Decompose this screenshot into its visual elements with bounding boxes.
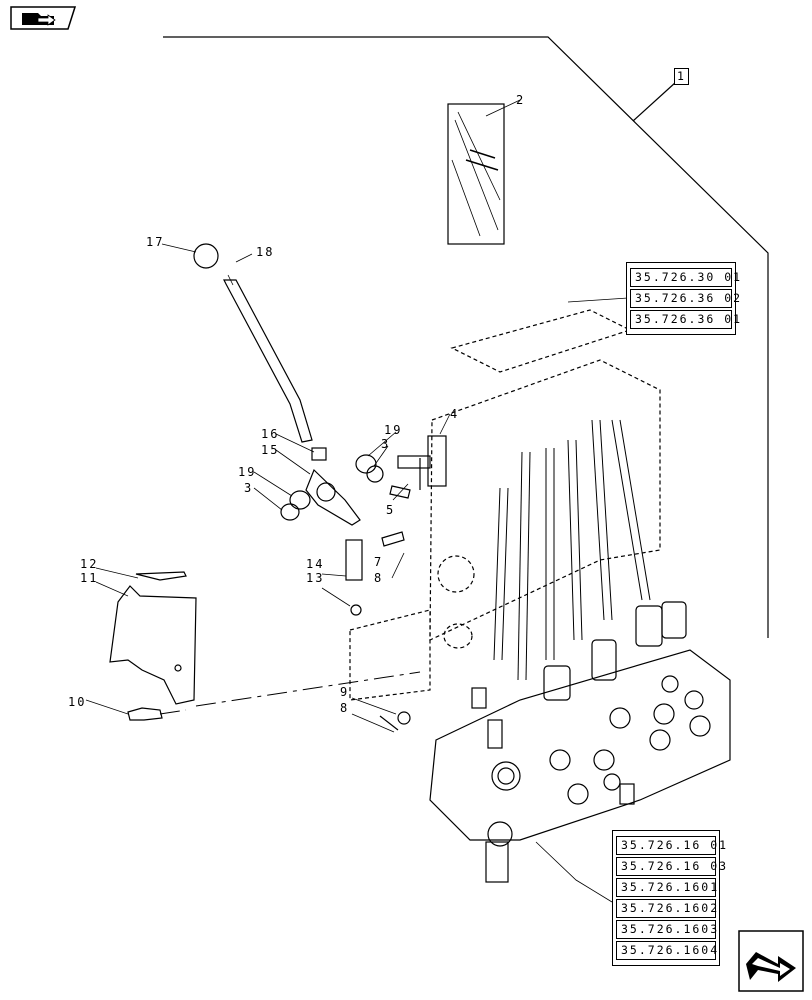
lever-arm-part	[305, 468, 361, 526]
callout-12: 12	[80, 557, 98, 571]
callout-19b: 19	[384, 423, 402, 437]
ref-link[interactable]: 35.726.16 03	[616, 857, 726, 876]
callout-8b: 8	[340, 701, 349, 715]
knob-part	[193, 243, 219, 269]
callout-13: 13	[306, 571, 324, 585]
next-page-arrow-icon	[738, 930, 804, 992]
callout-4: 4	[450, 407, 459, 421]
callout-10: 10	[68, 695, 86, 709]
sleeve-part	[311, 447, 327, 461]
callout-17: 17	[146, 235, 164, 249]
callout-11: 11	[80, 571, 98, 585]
assembly-ref-box[interactable]: 1	[674, 68, 689, 85]
valve-bank-outline	[349, 309, 661, 701]
callout-8a: 8	[374, 571, 383, 585]
lever-rod-part	[223, 279, 313, 443]
callout-15: 15	[261, 443, 279, 457]
guard-plate-part	[109, 585, 197, 705]
decal-part	[447, 103, 505, 245]
assembly-ref-label: 1	[677, 69, 686, 83]
control-rods	[493, 419, 651, 681]
callout-19a: 19	[238, 465, 256, 479]
ref-link[interactable]: 35.726.1603	[616, 920, 717, 939]
ref-link[interactable]: 35.726.16 01	[616, 836, 726, 855]
assembly-leader	[632, 81, 677, 122]
next-page-button[interactable]	[738, 930, 804, 992]
ref-link[interactable]: 35.726.36 02	[630, 289, 740, 308]
callout-7: 7	[374, 555, 383, 569]
folder-arrow-icon	[10, 6, 77, 30]
back-to-index-button[interactable]	[8, 6, 77, 30]
callout-3a: 3	[244, 481, 253, 495]
callout-9: 9	[340, 685, 349, 699]
solenoids	[471, 601, 687, 749]
ref-link[interactable]: 35.726.30 01	[630, 268, 740, 287]
pivot-pin-part	[397, 435, 447, 490]
callout-18: 18	[256, 245, 274, 259]
callout-5: 5	[386, 503, 395, 517]
callout-14: 14	[306, 557, 324, 571]
ref-link[interactable]: 35.726.1601	[616, 878, 717, 897]
spool-valve-body	[429, 649, 731, 883]
ref-link[interactable]: 35.726.1602	[616, 899, 717, 918]
callout-16: 16	[261, 427, 279, 441]
ref-group-bottom: 35.726.16 01 35.726.16 03 35.726.1601 35…	[612, 830, 726, 966]
ref-link[interactable]: 35.726.36 01	[630, 310, 740, 329]
ref-link[interactable]: 35.726.1604	[616, 941, 717, 960]
clevis-part	[345, 539, 363, 581]
callout-2: 2	[516, 93, 525, 107]
callout-3b: 3	[381, 437, 390, 451]
assembly-bracket-line	[163, 36, 769, 638]
ref-group-top: 35.726.30 01 35.726.36 02 35.726.36 01	[626, 262, 740, 335]
